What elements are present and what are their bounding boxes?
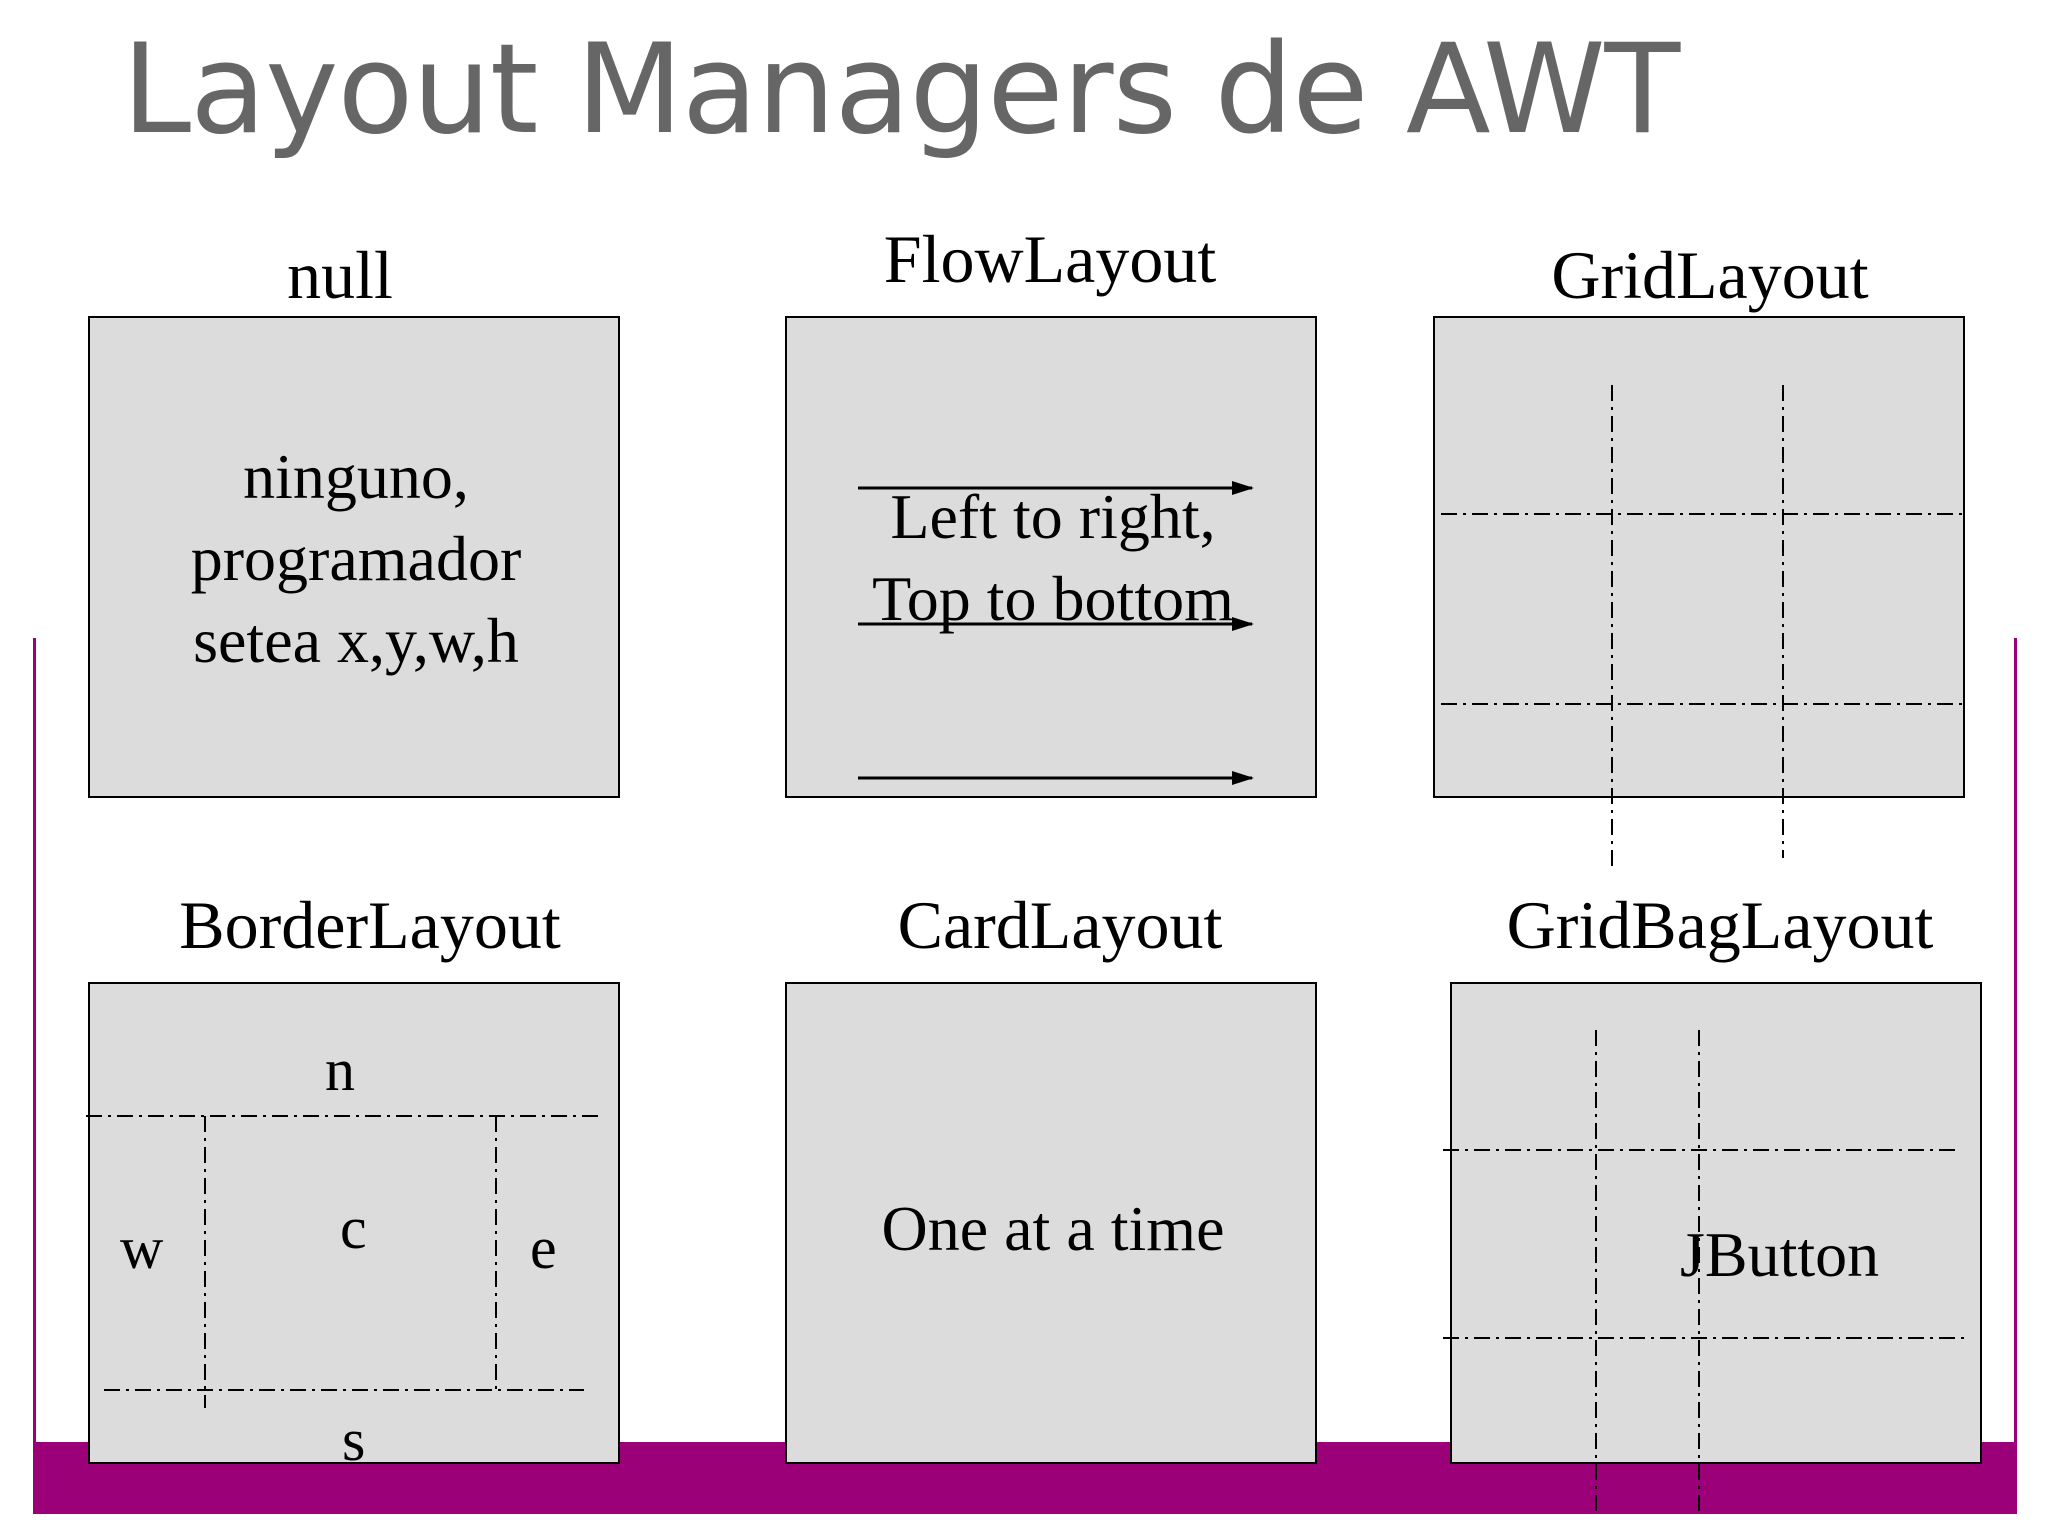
flow-layout-line-1: Left to right,: [890, 481, 1216, 552]
null-layout-line-2: programador: [190, 523, 522, 594]
null-layout-panel: ninguno, programador setea x,y,w,h: [88, 316, 620, 798]
gridbag-layout-title: GridBagLayout: [1506, 887, 1934, 963]
null-layout-line-3: setea x,y,w,h: [193, 605, 519, 676]
accent-line-left: [33, 638, 36, 1448]
flow-layout-title: FlowLayout: [883, 221, 1217, 297]
gridbag-layout-panel: JButton: [1450, 982, 1982, 1464]
accent-line-right: [2014, 638, 2017, 1448]
border-east-label: e: [530, 1215, 557, 1281]
null-layout-title: null: [287, 237, 393, 313]
slide-title: Layout Managers de AWT: [122, 18, 1680, 162]
card-layout-title: CardLayout: [897, 887, 1223, 963]
border-center-label: c: [340, 1195, 367, 1261]
border-layout-panel: n w c e s: [88, 982, 620, 1473]
gridbag-jbutton-label: JButton: [1680, 1219, 1880, 1290]
null-layout-line-1: ninguno,: [243, 441, 469, 512]
border-north-label: n: [325, 1037, 355, 1103]
card-layout-text: One at a time: [881, 1193, 1225, 1264]
flow-layout-panel: Left to right, Top to bottom: [785, 316, 1317, 798]
flow-layout-line-2: Top to bottom: [872, 563, 1234, 634]
grid-layout-title: GridLayout: [1551, 237, 1869, 313]
card-layout-panel: One at a time: [785, 982, 1317, 1464]
grid-layout-panel: [1433, 316, 1965, 798]
border-south-label: s: [342, 1407, 366, 1473]
border-layout-title: BorderLayout: [179, 887, 561, 963]
border-west-label: w: [120, 1215, 164, 1281]
